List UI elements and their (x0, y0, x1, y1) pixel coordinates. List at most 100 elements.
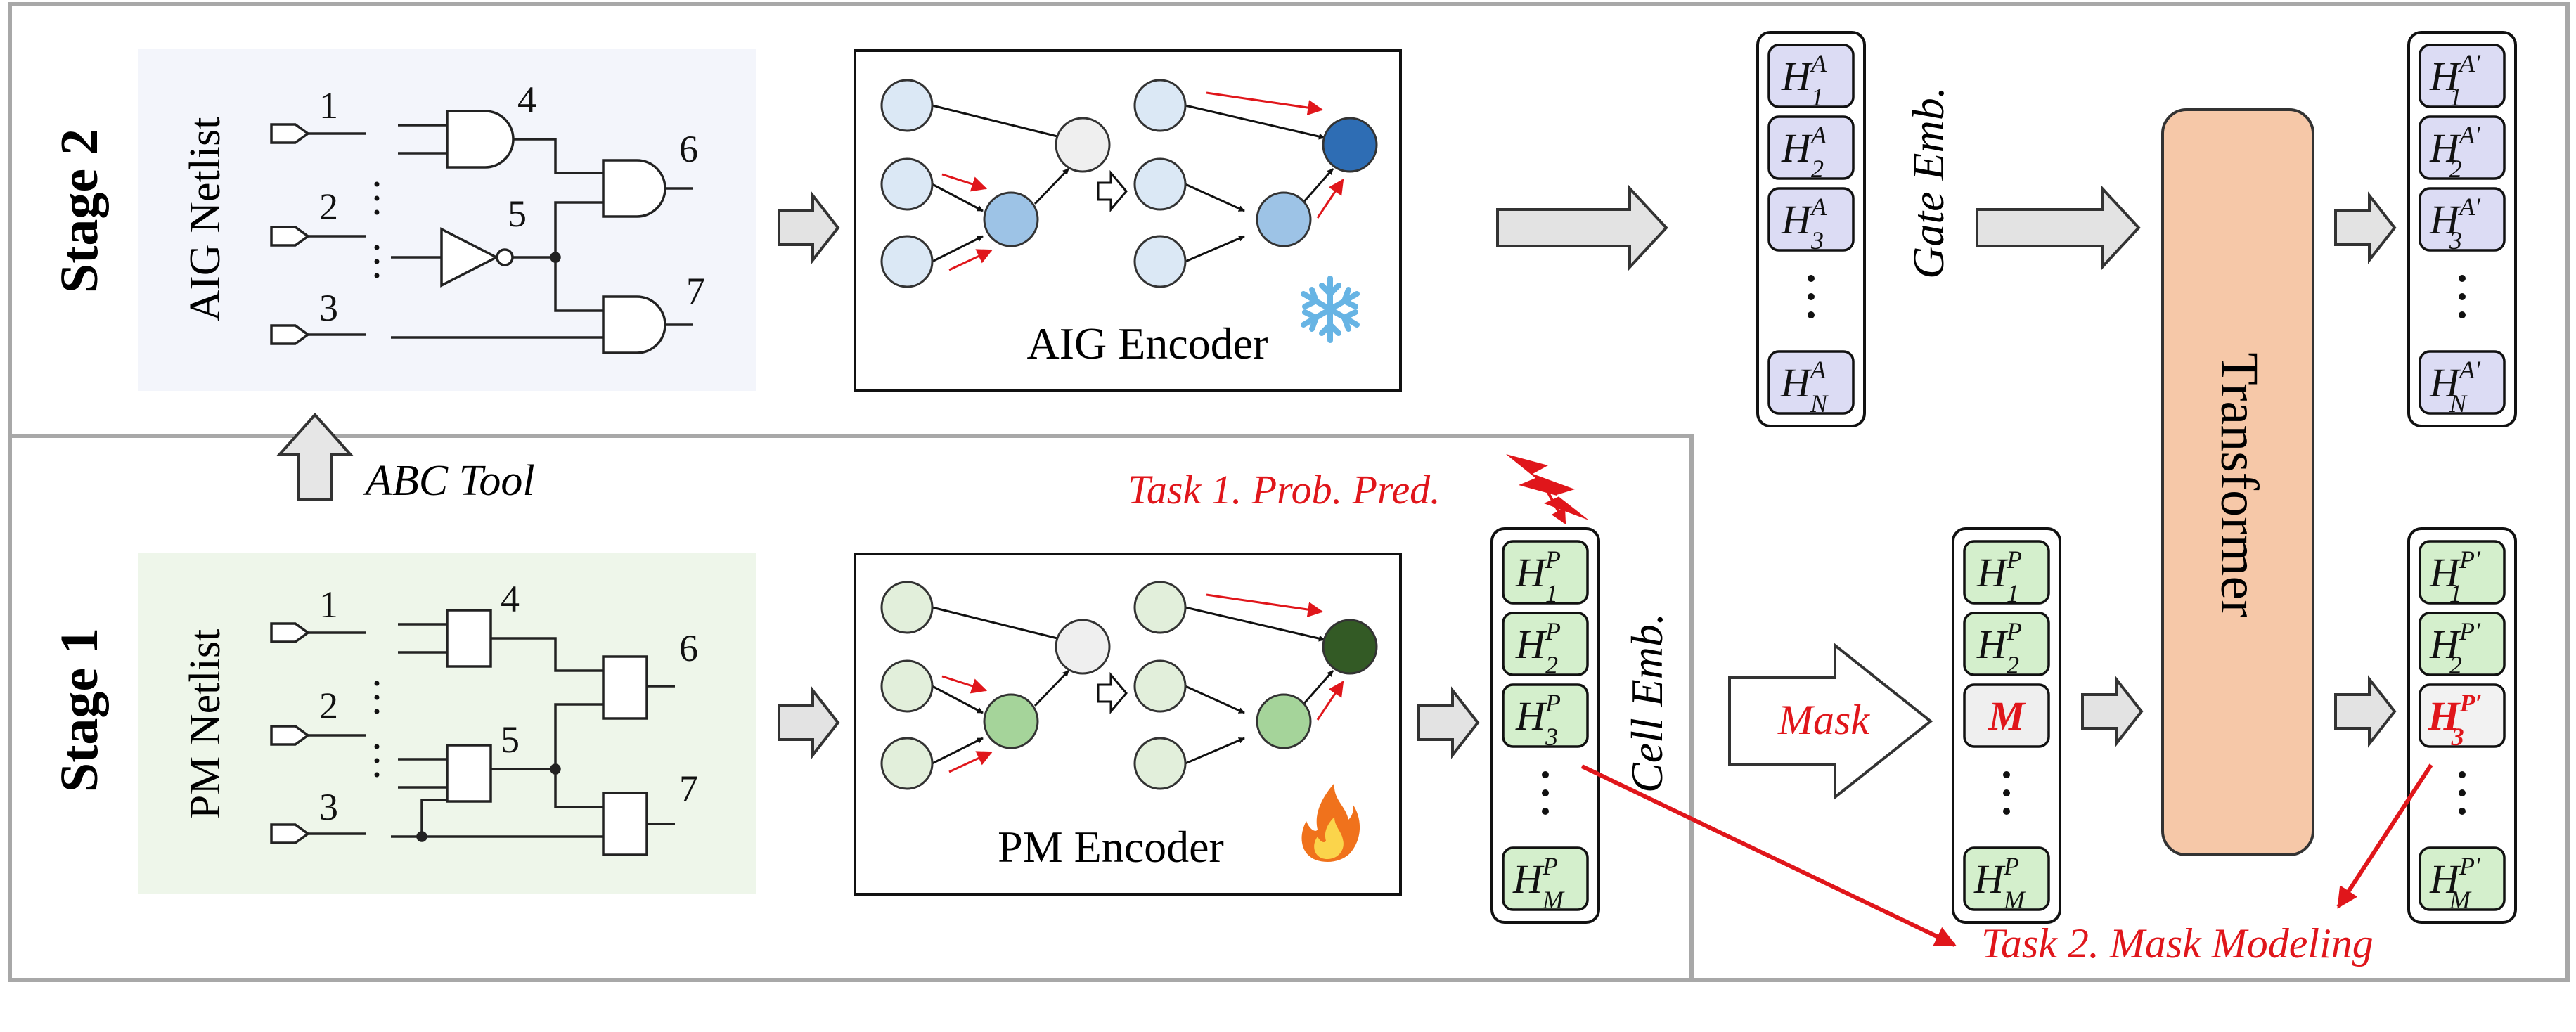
embedding-label: HA′3 (2429, 193, 2481, 254)
pm-netlist-node-labels: 1 2 3 4 5 6 7 (319, 578, 698, 828)
embedding-label: HP′M (2429, 852, 2481, 914)
arrow-netlist-to-aig-encoder (778, 191, 840, 264)
aig-encoder-graph (932, 104, 1334, 263)
svg-text:1: 1 (319, 84, 338, 127)
transformer-block[interactable] (2161, 108, 2314, 856)
stage1-border (8, 434, 1694, 982)
svg-text:5: 5 (501, 718, 520, 761)
pm-node (1322, 619, 1378, 675)
arrow-masked-to-transformer (2081, 675, 2144, 748)
aig-encoder-red-flow (941, 91, 1344, 271)
transformer-label: Transformer (2210, 352, 2269, 617)
ellipsis-dot (2003, 808, 2010, 815)
gate-out-emb-column: HA′1HA′2HA′3HA′N (2407, 31, 2517, 427)
aig-and-gate-6 (602, 159, 666, 218)
aig-encoder-nodes (880, 79, 1378, 288)
pm-node (880, 659, 934, 713)
pm-circuit (270, 609, 675, 856)
task1-label: Task 1. Prob. Pred. (1128, 467, 1441, 512)
aig-netlist-panel (138, 49, 756, 391)
arrow-transformer-to-gate-out (2334, 191, 2397, 264)
cell-out-emb-column: HP′1HP′2HP′3HP′M (2407, 527, 2517, 924)
pm-encoder-nodes (880, 581, 1378, 790)
embedding-cell (1502, 612, 1589, 676)
svg-text:4: 4 (517, 79, 536, 121)
stage2-title: Stage 2 (50, 129, 109, 293)
aig-input-port-3 (270, 324, 310, 345)
pm-cell-6 (602, 655, 648, 720)
fire-icon (1301, 783, 1360, 862)
svg-text:1: 1 (319, 583, 338, 626)
task2-arrow-from-cell (1580, 764, 1957, 947)
arrow-netlist-to-pm-encoder (778, 686, 840, 759)
arrow-aig-encoder-to-gate-emb (1496, 184, 1668, 271)
embedding-cell (1963, 540, 2050, 605)
svg-text:6: 6 (679, 128, 698, 170)
embedding-label: HA′2 (2429, 121, 2481, 183)
ellipsis-dot (1542, 789, 1549, 796)
ellipsis-dot (2459, 275, 2466, 282)
ellipsis-dot (1808, 311, 1815, 318)
pm-encoder-graph (932, 606, 1334, 765)
aig-encoder-label: AIG Encoder (1027, 318, 1268, 368)
ellipsis-dot (1542, 771, 1549, 778)
mask-arrow[interactable] (1728, 642, 1933, 801)
mask-token: M (1988, 693, 2026, 739)
ellipsis-dot (2459, 311, 2466, 318)
embedding-cell (1767, 115, 1855, 180)
mask-token-cell (1963, 683, 2050, 748)
cell-emb-label: Cell Emb. (1622, 613, 1672, 793)
pm-node (1256, 693, 1312, 749)
ellipsis-dot (1542, 808, 1549, 815)
pm-cell-4 (446, 609, 492, 668)
pm-netlist-panel (138, 553, 756, 894)
embedding-label: HA′1 (2429, 49, 2481, 111)
embedding-cell (1963, 612, 2050, 676)
embedding-cell (2419, 187, 2506, 252)
pm-node (880, 737, 934, 790)
embedding-cell (2419, 540, 2506, 605)
pm-node (983, 693, 1039, 749)
embedding-label: HP′1 (2429, 546, 2481, 607)
aig-and-gate-7 (602, 295, 666, 354)
aig-node (1322, 117, 1378, 173)
pm-netlist-ellipsis (374, 681, 380, 778)
aig-and-gate-4 (446, 110, 515, 169)
embedding-cell (1767, 187, 1855, 252)
embedding-cell (1963, 846, 2050, 911)
snowflake-icon (1301, 276, 1360, 343)
pm-node (880, 581, 934, 634)
pm-node (1133, 581, 1187, 634)
svg-text:4: 4 (501, 578, 520, 620)
pm-node (1055, 619, 1111, 675)
ellipsis-dot (2003, 771, 2010, 778)
aig-node (880, 235, 934, 288)
embedding-cell (2419, 846, 2506, 911)
pm-encoder-label: PM Encoder (998, 822, 1224, 872)
embedding-cell (2419, 350, 2506, 415)
aig-netlist-label: AIG Netlist (181, 117, 229, 321)
aig-node (1256, 191, 1312, 247)
ellipsis-dot (1808, 293, 1815, 300)
aig-input-port-1 (270, 123, 310, 144)
ellipsis-dot (2459, 808, 2466, 815)
pm-cell-5 (446, 744, 492, 803)
arrow-pm-encoder-to-cell-emb (1417, 686, 1480, 759)
mask-label: Mask (1777, 697, 1870, 743)
svg-text:3: 3 (319, 786, 338, 828)
arrow-gate-emb-to-transformer (1976, 184, 2141, 271)
embedding-cell (1502, 540, 1589, 605)
embedding-label: HP′2 (2429, 617, 2481, 679)
